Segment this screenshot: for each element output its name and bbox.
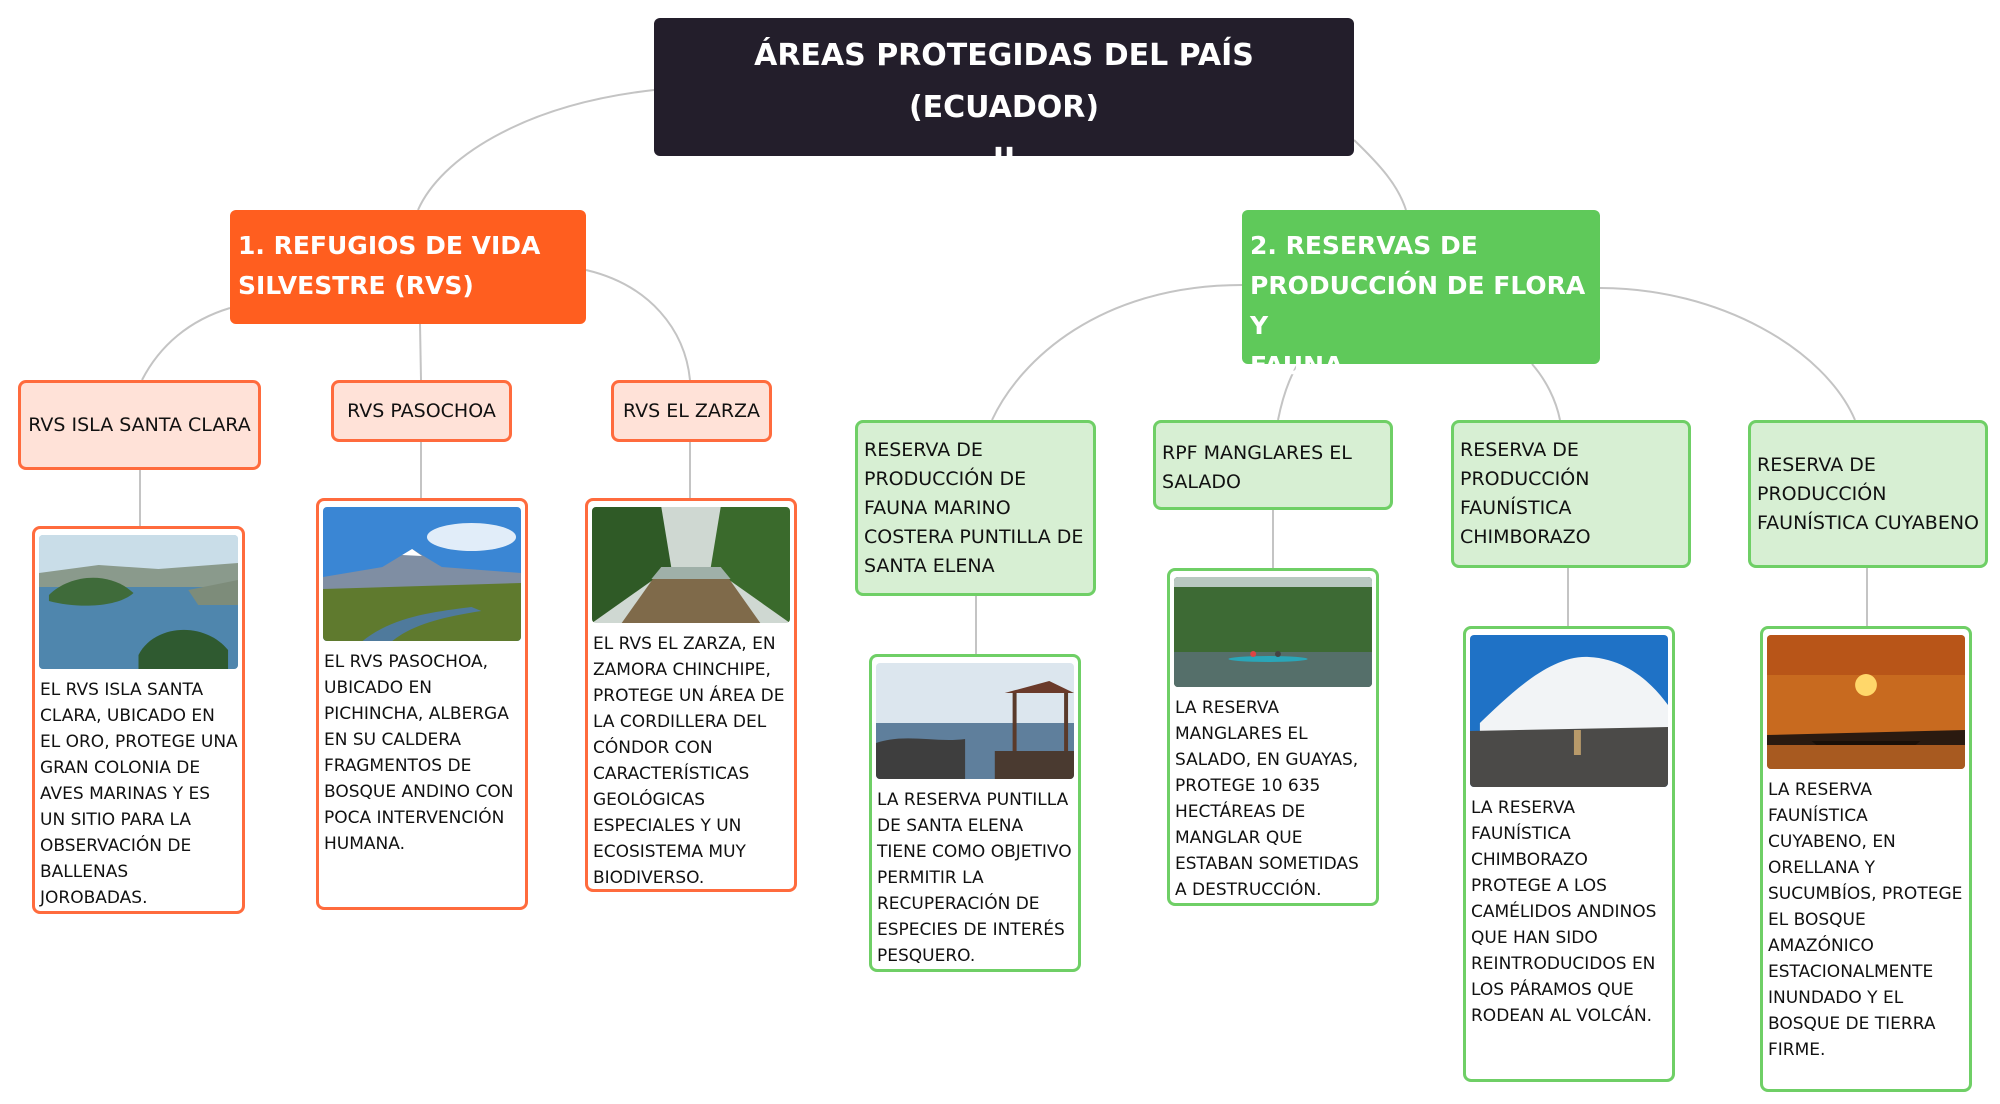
category-line: SILVESTRE (RVS) (238, 271, 474, 300)
subtopic-label: RVS PASOCHOA (347, 399, 496, 422)
island-bay-photo (39, 535, 238, 669)
card-description: LA RESERVA FAUNÍSTICA CUYABENO, EN ORELL… (1768, 780, 1963, 1060)
subtopic-label: RESERVA DE PRODUCCIÓN FAUNÍSTICA CUYABEN… (1757, 453, 1979, 534)
subtopic-cuyabeno[interactable]: RESERVA DE PRODUCCIÓN FAUNÍSTICA CUYABEN… (1748, 420, 1988, 568)
river-sunset-photo (1767, 635, 1965, 769)
category-line: FAUNA (1250, 351, 1344, 380)
subtopic-santa-clara[interactable]: RVS ISLA SANTA CLARA (18, 380, 261, 470)
connector-cat2-sub6 (1531, 363, 1561, 421)
connector-cat2-sub5 (1277, 363, 1299, 421)
connector-cat2-sub4 (991, 284, 1243, 421)
connector-cat1-sub2 (419, 323, 422, 381)
subtopic-el-salado[interactable]: RPF MANGLARES EL SALADO (1153, 420, 1393, 510)
category-line: 1. REFUGIOS DE VIDA (238, 231, 541, 260)
card-description: EL RVS ISLA SANTA CLARA, UBICADO EN EL O… (40, 680, 238, 908)
category-refugios-node[interactable]: 1. REFUGIOS DE VIDA SILVESTRE (RVS) (230, 210, 586, 324)
forest-river-photo (592, 507, 790, 623)
root-title-line1: ÁREAS PROTEGIDAS DEL PAÍS (ECUADOR) (754, 38, 1254, 125)
card-santa-elena[interactable]: LA RESERVA PUNTILLA DE SANTA ELENA TIENE… (869, 654, 1081, 972)
card-el-zarza[interactable]: EL RVS EL ZARZA, EN ZAMORA CHINCHIPE, PR… (585, 498, 797, 892)
category-line: 2. RESERVAS DE (1250, 231, 1478, 260)
category-line: PRODUCCIÓN DE FLORA Y (1250, 271, 1586, 340)
mangrove-canoe-photo (1174, 577, 1372, 687)
subtopic-pasochoa[interactable]: RVS PASOCHOA (331, 380, 512, 442)
card-description: EL RVS EL ZARZA, EN ZAMORA CHINCHIPE, PR… (593, 634, 785, 888)
root-title-line2: II (992, 142, 1016, 177)
card-el-salado[interactable]: LA RESERVA MANGLARES EL SALADO, EN GUAYA… (1167, 568, 1379, 906)
subtopic-el-zarza[interactable]: RVS EL ZARZA (611, 380, 772, 442)
snow-volcano-vicuna-photo (1470, 635, 1668, 787)
volcano-valley-photo (323, 507, 521, 641)
subtopic-chimborazo[interactable]: RESERVA DE PRODUCCIÓN FAUNÍSTICA CHIMBOR… (1451, 420, 1691, 568)
subtopic-label: RESERVA DE PRODUCCIÓN DE FAUNA MARINO CO… (864, 438, 1084, 577)
category-reservas-node[interactable]: 2. RESERVAS DE PRODUCCIÓN DE FLORA Y FAU… (1242, 210, 1600, 380)
card-description: LA RESERVA PUNTILLA DE SANTA ELENA TIENE… (877, 790, 1072, 966)
subtopic-santa-elena[interactable]: RESERVA DE PRODUCCIÓN DE FAUNA MARINO CO… (855, 420, 1096, 596)
subtopic-label: RPF MANGLARES EL SALADO (1162, 442, 1352, 493)
card-santa-clara[interactable]: EL RVS ISLA SANTA CLARA, UBICADO EN EL O… (32, 526, 245, 914)
card-chimborazo[interactable]: LA RESERVA FAUNÍSTICA CHIMBORAZO PROTEGE… (1463, 626, 1675, 1082)
card-cuyabeno[interactable]: LA RESERVA FAUNÍSTICA CUYABENO, EN ORELL… (1760, 626, 1972, 1092)
subtopic-label: RVS EL ZARZA (622, 399, 761, 422)
connector-cat2-sub7 (1599, 287, 1856, 421)
coast-gazebo-photo (876, 663, 1074, 779)
root-title-node[interactable]: ÁREAS PROTEGIDAS DEL PAÍS (ECUADOR) II (654, 18, 1354, 177)
card-description: EL RVS PASOCHOA, UBICADO EN PICHINCHA, A… (324, 652, 514, 854)
subtopic-label: RESERVA DE PRODUCCIÓN FAUNÍSTICA CHIMBOR… (1460, 439, 1591, 548)
connector-cat1-sub1 (141, 307, 231, 381)
card-pasochoa[interactable]: EL RVS PASOCHOA, UBICADO EN PICHINCHA, A… (316, 498, 528, 910)
card-description: LA RESERVA FAUNÍSTICA CHIMBORAZO PROTEGE… (1471, 798, 1657, 1026)
connector-cat1-sub3 (585, 269, 691, 381)
connector-root-cat1 (417, 89, 655, 211)
subtopic-label: RVS ISLA SANTA CLARA (28, 413, 251, 436)
card-description: LA RESERVA MANGLARES EL SALADO, EN GUAYA… (1175, 698, 1359, 900)
connector-root-cat2 (1353, 139, 1407, 211)
